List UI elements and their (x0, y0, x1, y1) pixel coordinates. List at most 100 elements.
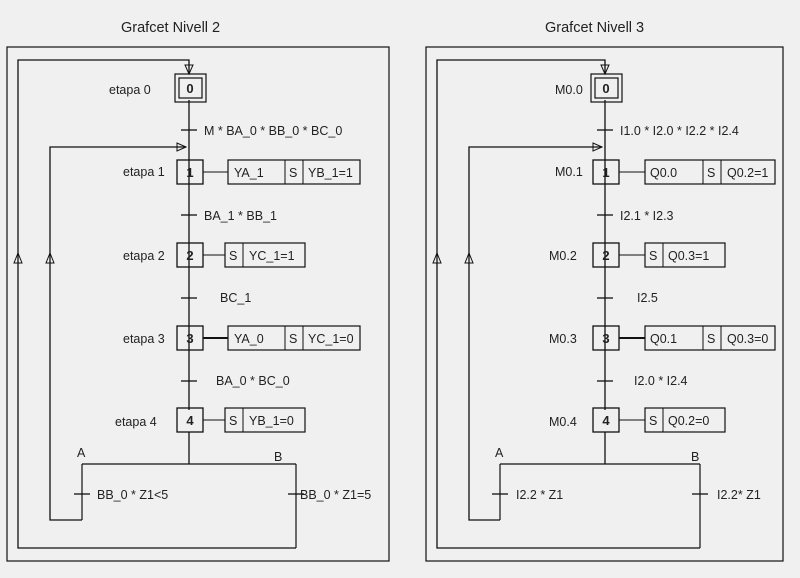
step-1-number: 1 (602, 165, 609, 180)
transition-0-1-condition: M * BA_0 * BB_0 * BC_0 (204, 124, 342, 138)
step-2-action-qualifier: S (649, 249, 657, 263)
transition-1-2-condition: BA_1 * BB_1 (204, 209, 277, 223)
transition-3-4: BA_0 * BC_0 (181, 374, 290, 388)
step-4: etapa 4 4 S YB_1=0 (115, 407, 306, 433)
step-2-action-block (644, 242, 726, 268)
grafcet-level-3-frame (425, 46, 784, 562)
step-0-outer-box (590, 73, 623, 103)
step-0: etapa 0 0 (109, 73, 207, 103)
branch-a-label: A (77, 446, 86, 460)
up-arrow-icon (464, 251, 474, 264)
step-3-action-a: Q0.1 (650, 332, 677, 346)
down-arrow-icon (600, 64, 610, 76)
grafcet-level-3-title: Grafcet Nivell 3 (545, 20, 644, 36)
divergence-or: A B BB_0 * Z1<5 BB_0 * Z1=5 (74, 432, 371, 548)
branch-b-condition: I2.2* Z1 (717, 488, 761, 502)
up-arrow-icon (45, 251, 55, 264)
step-3-action-qualifier: S (707, 332, 715, 346)
step-3-action-b: Q0.3=0 (727, 332, 768, 346)
step-0-inner-box (594, 77, 619, 99)
step-m0-0: M0.0 0 (555, 73, 623, 103)
transition-2-3: BC_1 (181, 291, 251, 305)
branch-a-condition: I2.2 * Z1 (516, 488, 563, 502)
step-1-action-b: YB_1=1 (308, 166, 353, 180)
divergence-or: A B I2.2 * Z1 I2.2* Z1 (492, 432, 761, 548)
grafcet-level-2: Grafcet Nivell 2 etapa 0 0 M * BA_0 * BB… (6, 20, 390, 562)
step-m0-1: M0.1 1 Q0.0 S Q0.2=1 (555, 159, 776, 185)
branch-a-label: A (495, 446, 504, 460)
step-2-action-qualifier: S (229, 249, 237, 263)
down-arrow-icon (184, 64, 194, 76)
step-4-number: 4 (186, 413, 194, 428)
step-m0-3: M0.3 3 Q0.1 S Q0.3=0 (549, 325, 776, 351)
step-3-number: 3 (186, 331, 193, 346)
step-4-action-b: YB_1=0 (249, 414, 294, 428)
step-0-inner-box (178, 77, 203, 99)
step-4-name: M0.4 (549, 415, 577, 429)
transition-2-3-condition: I2.5 (637, 291, 658, 305)
branch-a-condition: BB_0 * Z1<5 (97, 488, 168, 502)
return-loop-to-step-1 (468, 146, 602, 521)
step-4-action-block (644, 407, 726, 433)
branch-b-label: B (274, 450, 282, 464)
right-arrow-icon (592, 142, 604, 152)
transition-1-2: I2.1 * I2.3 (597, 209, 674, 223)
step-4-action-qualifier: S (649, 414, 657, 428)
step-1-action-a: Q0.0 (650, 166, 677, 180)
step-3-action-block (227, 325, 361, 351)
step-2-name: etapa 2 (123, 249, 165, 263)
step-0-name: etapa 0 (109, 83, 151, 97)
step-1-action-a: YA_1 (234, 166, 264, 180)
step-0-name: M0.0 (555, 83, 583, 97)
transition-3-4-condition: BA_0 * BC_0 (216, 374, 290, 388)
transition-2-3-condition: BC_1 (220, 291, 251, 305)
step-0-number: 0 (602, 81, 609, 96)
step-1-name: etapa 1 (123, 165, 165, 179)
grafcet-level-2-title: Grafcet Nivell 2 (121, 20, 220, 36)
step-1-action-qualifier: S (289, 166, 297, 180)
transition-1-2: BA_1 * BB_1 (181, 209, 277, 223)
step-0-outer-box (174, 73, 207, 103)
transition-3-4: I2.0 * I2.4 (597, 374, 688, 388)
step-2-number: 2 (186, 248, 193, 263)
transition-3-4-condition: I2.0 * I2.4 (634, 374, 688, 388)
step-m0-4: M0.4 4 S Q0.2=0 (549, 407, 726, 433)
step-4-name: etapa 4 (115, 415, 157, 429)
step-1-number: 1 (186, 165, 193, 180)
step-3-action-a: YA_0 (234, 332, 264, 346)
step-0-number: 0 (186, 81, 193, 96)
step-2-action-b: YC_1=1 (249, 249, 295, 263)
return-loop-to-step-1 (49, 146, 186, 521)
step-2-action-b: Q0.3=1 (668, 249, 709, 263)
grafcet-level-3: Grafcet Nivell 3 M0.0 0 I1.0 * I2.0 * I2… (425, 20, 784, 562)
transition-0-1: M * BA_0 * BB_0 * BC_0 (181, 124, 342, 138)
step-3-action-qualifier: S (289, 332, 297, 346)
transition-0-1-condition: I1.0 * I2.0 * I2.2 * I2.4 (620, 124, 739, 138)
branch-b-label: B (691, 450, 699, 464)
step-4-number: 4 (602, 413, 610, 428)
step-1-action-qualifier: S (707, 166, 715, 180)
up-arrow-icon (13, 251, 23, 264)
step-3-action-b: YC_1=0 (308, 332, 354, 346)
step-1-action-block (644, 159, 776, 185)
step-m0-2: M0.2 2 S Q0.3=1 (549, 242, 726, 268)
step-1: etapa 1 1 YA_1 S YB_1=1 (123, 159, 361, 185)
step-4-action-block (224, 407, 306, 433)
transition-2-3: I2.5 (597, 291, 658, 305)
step-1-name: M0.1 (555, 165, 583, 179)
transition-1-2-condition: I2.1 * I2.3 (620, 209, 674, 223)
step-1-action-b: Q0.2=1 (727, 166, 768, 180)
step-2-action-block (224, 242, 306, 268)
step-3-action-block (644, 325, 776, 351)
step-3-name: etapa 3 (123, 332, 165, 346)
up-arrow-icon (432, 251, 442, 264)
step-1-action-block (227, 159, 361, 185)
branch-b-condition: BB_0 * Z1=5 (300, 488, 371, 502)
step-2-name: M0.2 (549, 249, 577, 263)
transition-0-1: I1.0 * I2.0 * I2.2 * I2.4 (597, 124, 739, 138)
step-3-number: 3 (602, 331, 609, 346)
step-3-name: M0.3 (549, 332, 577, 346)
right-arrow-icon (176, 142, 188, 152)
